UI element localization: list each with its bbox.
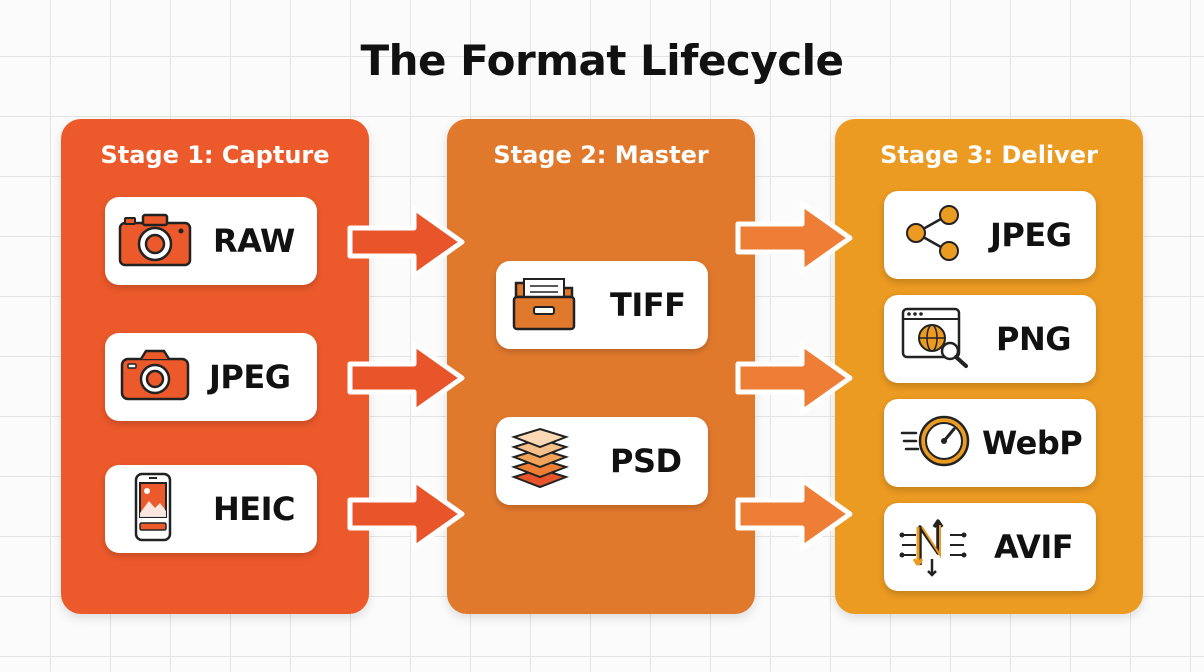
format-label: TIFF [610, 286, 686, 324]
format-card-tiff: TIFF [496, 261, 708, 349]
format-label: JPEG [990, 216, 1072, 254]
stage-title: Stage 1: Capture [100, 141, 330, 169]
flow-arrow-icon [347, 477, 465, 551]
stage-master: Stage 2: Master TIFF PSD [447, 119, 755, 614]
stage-deliver: Stage 3: Deliver JPEG [835, 119, 1143, 614]
format-label: PNG [996, 320, 1072, 358]
format-card-avif: AVIF [884, 503, 1096, 591]
format-card-psd: PSD [496, 417, 708, 505]
chip-arrows-icon [898, 513, 968, 581]
stage-capture: Stage 1: Capture RAW JPEG [61, 119, 369, 614]
format-card-jpeg: JPEG [105, 333, 317, 421]
camera-icon [119, 347, 191, 407]
format-card-png: PNG [884, 295, 1096, 383]
web-search-icon [900, 305, 972, 373]
flow-arrow-icon [735, 341, 853, 415]
format-label: AVIF [994, 528, 1074, 566]
stage-title: Stage 3: Deliver [880, 141, 1098, 169]
format-card-jpeg-share: JPEG [884, 191, 1096, 279]
flow-arrow-icon [347, 205, 465, 279]
format-label: PSD [610, 442, 682, 480]
dslr-camera-icon [117, 209, 193, 273]
diagram-title: The Format Lifecycle [360, 36, 845, 85]
format-label: JPEG [209, 358, 291, 396]
flow-arrow-icon [735, 201, 853, 275]
format-label: RAW [213, 222, 295, 260]
format-card-webp: WebP [884, 399, 1096, 487]
format-label: HEIC [213, 490, 296, 528]
stage-title: Stage 2: Master [493, 141, 709, 169]
speedometer-icon [900, 411, 974, 475]
format-card-heic: HEIC [105, 465, 317, 553]
share-icon [902, 203, 964, 267]
layers-icon [510, 427, 570, 495]
smartphone-photo-icon [133, 471, 173, 547]
flow-arrow-icon [347, 341, 465, 415]
flow-arrow-icon [735, 477, 853, 551]
format-card-raw: RAW [105, 197, 317, 285]
format-label: WebP [982, 424, 1083, 462]
archive-box-icon [510, 273, 578, 337]
